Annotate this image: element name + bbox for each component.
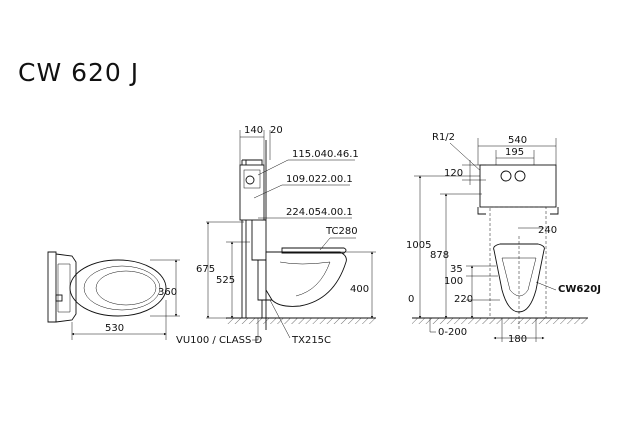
side-bowl [265, 251, 347, 307]
top-view-tank-body [55, 253, 77, 323]
callout-224: 224.054.00.1 [286, 207, 353, 218]
dim-label-100: 100 [444, 276, 463, 287]
top-view-bowl-rim [95, 270, 157, 306]
front-frame-feet [477, 207, 559, 215]
drawing-title: CW 620 J [18, 58, 140, 87]
dim-label-878: 878 [430, 250, 449, 261]
dim-label-220: 220 [454, 294, 473, 305]
dim-label-120: 120 [444, 168, 463, 179]
model-label: CW620J [558, 284, 601, 295]
front-frame-legs [489, 206, 547, 319]
dim-label-525: 525 [216, 275, 235, 286]
front-bowl-inner [501, 257, 537, 297]
side-valve [245, 175, 255, 185]
top-view: 530 360 [47, 251, 180, 340]
label-vu100: VU100 / CLASS D [176, 335, 262, 346]
dim-label-195: 195 [505, 147, 524, 158]
callout-tc280: TC280 [325, 226, 358, 237]
top-view-outlet [55, 294, 63, 302]
callout-115: 115.040.46.1 [292, 149, 359, 160]
dim-label-35: 35 [450, 264, 463, 275]
dim-label-20: 20 [270, 125, 283, 136]
front-button-right [514, 170, 526, 182]
dim-label-180: 180 [508, 334, 527, 345]
front-button-left [500, 170, 512, 182]
dim-label-360: 360 [158, 287, 177, 298]
dim-label-0: 0 [408, 294, 414, 305]
side-cistern-inner [243, 169, 261, 189]
dim-label-1005: 1005 [406, 240, 431, 251]
side-floor-hatch [226, 318, 376, 324]
callout-109: 109.022.00.1 [286, 174, 353, 185]
dim-label-140: 140 [244, 125, 263, 136]
label-tx215c: TX215C [291, 335, 331, 346]
front-floor-hatch [412, 318, 588, 324]
side-seat [281, 247, 347, 254]
side-view: 140 20 115.040.46.1 109.022.00.1 224.054… [176, 125, 376, 346]
dim-label-530: 530 [105, 323, 124, 334]
top-view-bowl-inner [83, 265, 161, 311]
dim-label-400: 400 [350, 284, 369, 295]
dim-label-240: 240 [538, 225, 557, 236]
label-r12: R1/2 [432, 132, 455, 143]
top-view-bowl-outer [69, 259, 167, 317]
top-view-tank-inner [57, 263, 71, 313]
side-cistern [239, 164, 265, 221]
side-bowl-inner [279, 261, 331, 297]
top-view-wall-plate [47, 251, 57, 323]
dim-label-540: 540 [508, 135, 527, 146]
dim-label-675: 675 [196, 264, 215, 275]
front-view: 540 195 R1/2 120 1005 878 240 [406, 132, 601, 345]
dim-label-0-200: 0-200 [438, 327, 467, 338]
